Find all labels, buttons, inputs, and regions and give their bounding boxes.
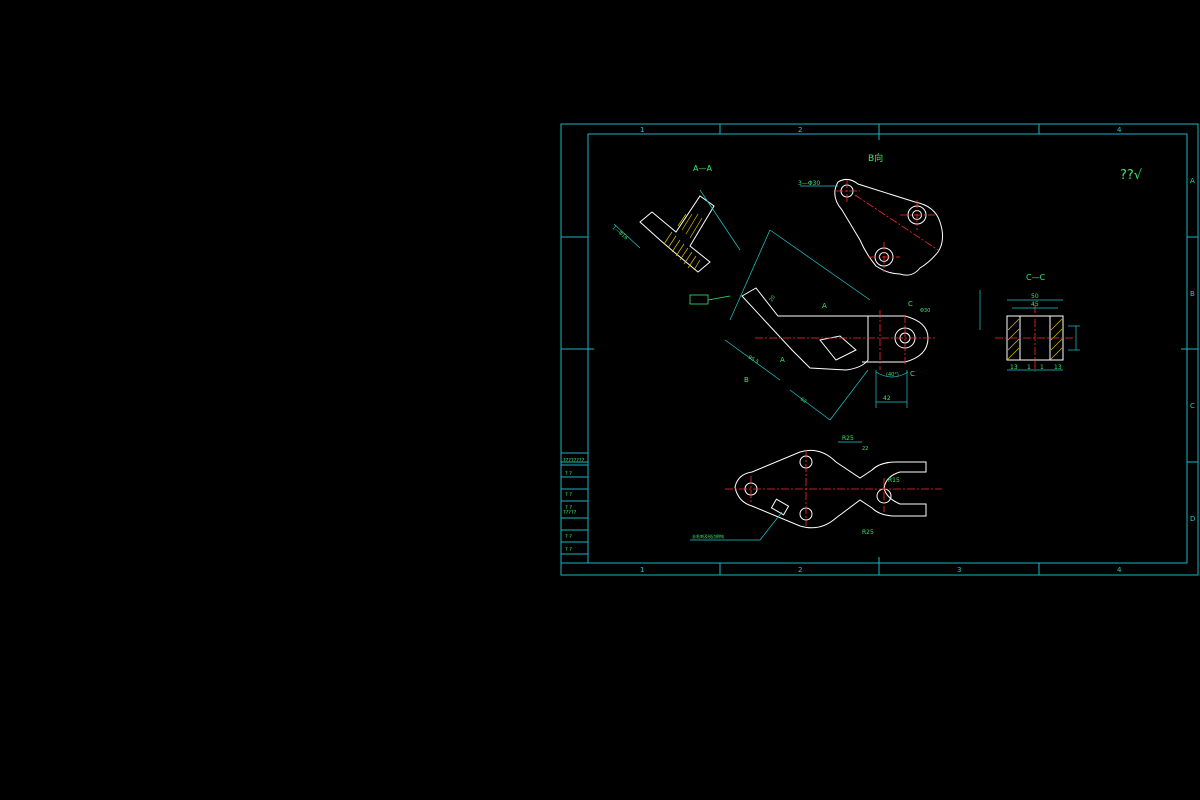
section-mark-a-top: A xyxy=(822,302,827,310)
title-row-0: ???????? xyxy=(563,458,585,464)
dim-phi30: Φ30 xyxy=(920,308,930,314)
dim-22: 22 xyxy=(862,446,868,452)
view-b-label: B向 xyxy=(868,152,883,164)
note-label: 去毛刺及锐边倒钝 xyxy=(692,533,724,539)
section-mark-c-top: C xyxy=(908,300,913,308)
dim-3-phi30: 3—Φ30 xyxy=(798,180,820,187)
main-front-view[interactable]: 42 (40°) 95.5 62 Φ30 20 A A B C C xyxy=(689,229,935,421)
border-zone-labels: 1 2 4 1 2 3 4 A B C D xyxy=(640,126,1195,574)
dim-13b: 13 xyxy=(1054,364,1062,371)
section-aa-hatching xyxy=(663,213,703,271)
plan-view[interactable]: R25 22 R15 R25 去毛刺及锐边倒钝 xyxy=(690,435,942,541)
dim-r25b: R25 xyxy=(862,529,874,536)
zone-bottom-3: 3 xyxy=(957,566,961,574)
view-aa-label: A—A xyxy=(693,164,712,173)
dim-20: 20 xyxy=(769,294,777,303)
zone-right-C: C xyxy=(1190,402,1195,410)
zone-bottom-4: 4 xyxy=(1117,566,1122,574)
main-view-body xyxy=(741,287,869,371)
zone-right-D: D xyxy=(1190,515,1195,523)
zone-top-1: 1 xyxy=(640,126,644,134)
section-aa-outline xyxy=(639,195,715,273)
roughness-symbol: ??√ xyxy=(1120,168,1143,183)
dim-1b: 1 xyxy=(1040,364,1044,371)
section-c-c[interactable]: C—C 50 45 13 1 1 13 xyxy=(979,273,1080,372)
title-row-2: ? ? xyxy=(565,492,572,498)
svg-text:1—Φ16: 1—Φ16 xyxy=(611,225,629,241)
dim-1a: 1 xyxy=(1027,364,1031,371)
dim-45: 45 xyxy=(1031,301,1039,308)
dim-42: 42 xyxy=(883,395,891,402)
dim-r25: R25 xyxy=(842,435,854,442)
zone-top-2: 2 xyxy=(798,126,802,134)
dim-62: 62 xyxy=(799,397,808,405)
title-row-6: ? ? xyxy=(565,547,572,553)
geometric-tolerance-box xyxy=(689,294,709,305)
zone-bottom-2: 2 xyxy=(798,566,802,574)
title-row-4: ????? xyxy=(563,510,577,516)
zone-top-4: 4 xyxy=(1117,126,1122,134)
dim-40deg: (40°) xyxy=(886,372,899,378)
zone-right-B: B xyxy=(1190,290,1195,298)
title-row-1: ? ? xyxy=(565,471,572,477)
section-mark-a-bottom: A xyxy=(780,356,785,364)
title-row-3: ? ? xyxy=(565,505,572,511)
dim-95: 95.5 xyxy=(747,355,760,366)
dim-r15: R15 xyxy=(888,477,900,484)
title-block: ???????? ? ? ? ? ? ? ????? ? ? ? ? xyxy=(560,452,589,564)
dim-13a: 13 xyxy=(1010,364,1018,371)
view-b-outline xyxy=(834,178,944,276)
dim-50: 50 xyxy=(1031,293,1039,300)
section-mark-c-bottom: C xyxy=(910,370,915,378)
section-a-a[interactable]: A—A 1—Φ16 xyxy=(611,164,741,273)
section-mark-b: B xyxy=(744,376,749,384)
view-cc-label: C—C xyxy=(1026,273,1046,282)
sheet-frame xyxy=(560,123,1199,576)
zone-right-A: A xyxy=(1190,177,1195,185)
zone-bottom-1: 1 xyxy=(640,566,644,574)
view-b[interactable]: B向 3—Φ30 xyxy=(798,152,944,276)
title-row-5: ? ? xyxy=(565,534,572,540)
